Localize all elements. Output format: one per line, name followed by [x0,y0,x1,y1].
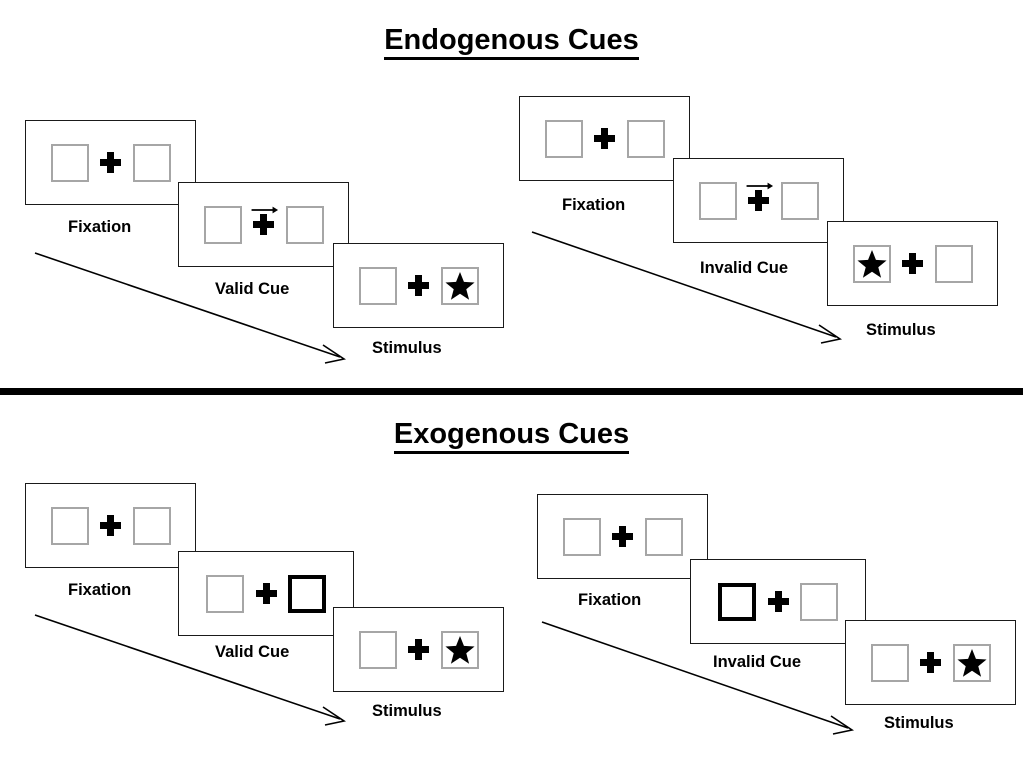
fixation-cross-icon [255,583,277,604]
fixation-cross-icon [902,253,923,274]
star-icon [444,271,475,300]
caption-endo-invalid-fixation: Fixation [562,196,626,214]
fixation-area-endo-invalid-stimulus [891,242,935,286]
fixation-area-exo-invalid-cue [756,580,800,624]
cell-left-endo-valid-fixation [50,143,89,182]
cell-left-endo-valid-cue [203,205,242,244]
panel-exo-invalid-cue [690,559,866,644]
fixation-cross-icon [100,152,121,173]
cell-left-endo-invalid-stimulus [852,244,891,283]
cell-right-endo-invalid-fixation [626,119,665,158]
cell-right-exo-invalid-stimulus [952,643,991,682]
cell-right-endo-valid-fixation [132,143,171,182]
panel-exo-valid-cue [178,551,354,636]
fixation-cross-icon [767,591,789,612]
cell-right-endo-valid-cue [285,205,324,244]
fixation-area-endo-invalid-fixation [583,117,627,161]
fixation-cross-icon [920,652,941,673]
panel-exo-valid-fixation [25,483,196,568]
panel-endo-invalid-cue [673,158,844,243]
fixation-area-exo-invalid-fixation [601,515,645,559]
caption-exo-invalid-fixation: Fixation [578,591,642,609]
cell-right-exo-invalid-fixation [644,517,683,556]
section-title-endogenous-text: Endogenous Cues [384,24,639,60]
cell-left-endo-invalid-cue [698,181,737,220]
caption-exo-invalid-stimulus: Stimulus [884,714,954,732]
caption-endo-invalid-cue: Invalid Cue [700,259,789,277]
cell-right-exo-valid-cue [288,574,326,613]
cell-left-exo-invalid-cue [718,582,756,621]
fixation-area-endo-invalid-cue [737,179,781,223]
panel-endo-invalid-stimulus [827,221,998,306]
cell-left-exo-invalid-stimulus [870,643,909,682]
fixation-cross-icon [100,515,121,536]
fixation-cross-icon [594,128,615,149]
cell-right-endo-invalid-stimulus [934,244,973,283]
section-title-exogenous-text: Exogenous Cues [393,418,630,454]
caption-endo-valid-fixation: Fixation [68,218,132,236]
fixation-cross-icon [612,526,633,547]
arrow-right-icon [746,182,773,189]
fixation-area-exo-invalid-stimulus [909,641,953,685]
star-icon [856,249,887,278]
section-title-endogenous: Endogenous Cues [0,24,1023,60]
cell-left-endo-invalid-fixation [544,119,583,158]
section-title-exogenous: Exogenous Cues [0,418,1023,454]
panel-exo-invalid-fixation [537,494,708,579]
panel-endo-valid-fixation [25,120,196,205]
cell-right-endo-invalid-cue [780,181,819,220]
star-icon [444,635,475,664]
caption-endo-valid-stimulus: Stimulus [372,339,442,357]
cell-right-exo-valid-fixation [132,506,171,545]
panel-endo-invalid-fixation [519,96,690,181]
fixation-area-endo-valid-cue [242,203,286,247]
cell-right-endo-valid-stimulus [440,266,479,305]
panel-exo-invalid-stimulus [845,620,1016,705]
star-icon [956,648,987,677]
section-divider [0,388,1023,395]
cell-right-exo-invalid-cue [800,582,838,621]
fixation-cross-icon [408,639,429,660]
caption-exo-valid-fixation: Fixation [68,581,132,599]
cell-left-exo-valid-stimulus [358,630,397,669]
arrow-right-icon [251,206,278,213]
fixation-area-endo-valid-stimulus [397,264,441,308]
cell-left-exo-valid-fixation [50,506,89,545]
caption-exo-valid-stimulus: Stimulus [372,702,442,720]
panel-exo-valid-stimulus [333,607,504,692]
fixation-area-exo-valid-stimulus [397,628,441,672]
fixation-area-exo-valid-fixation [89,504,133,548]
panel-endo-valid-stimulus [333,243,504,328]
fixation-cross-icon [253,214,274,235]
caption-exo-valid-cue: Valid Cue [215,643,290,661]
caption-exo-invalid-cue: Invalid Cue [713,653,802,671]
fixation-cross-icon [748,190,769,211]
fixation-area-exo-valid-cue [244,572,288,616]
caption-endo-invalid-stimulus: Stimulus [866,321,936,339]
cell-left-exo-valid-cue [206,574,244,613]
fixation-cross-icon [408,275,429,296]
cell-left-endo-valid-stimulus [358,266,397,305]
fixation-area-endo-valid-fixation [89,141,133,185]
cell-left-exo-invalid-fixation [562,517,601,556]
cell-right-exo-valid-stimulus [440,630,479,669]
panel-endo-valid-cue [178,182,349,267]
caption-endo-valid-cue: Valid Cue [215,280,290,298]
